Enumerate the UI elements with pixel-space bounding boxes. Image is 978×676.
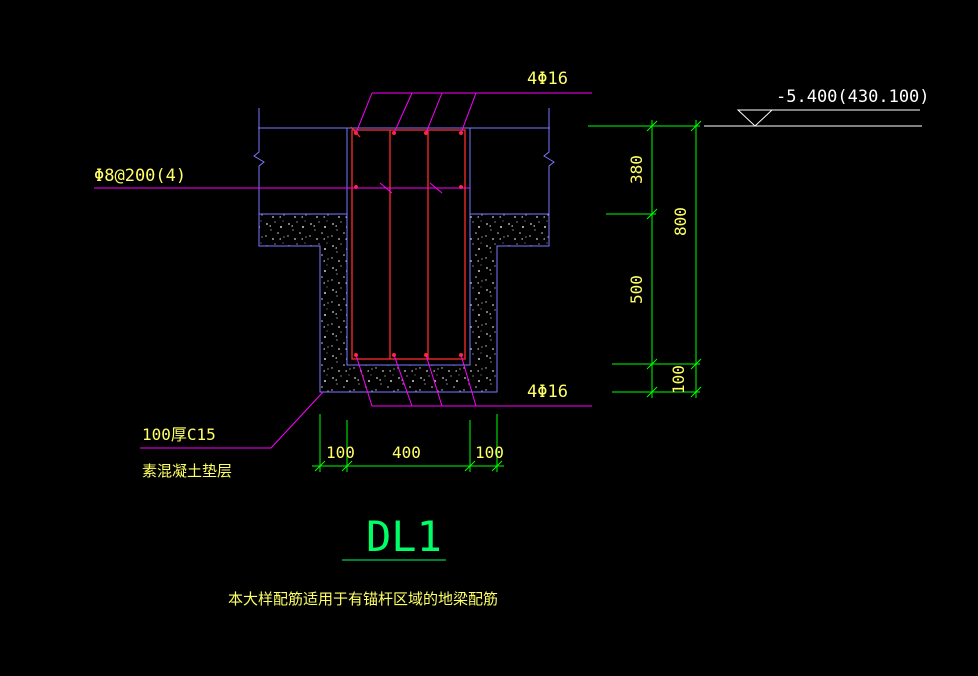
dim-label-100-left: 100 bbox=[326, 443, 355, 462]
cushion-label-line2: 素混凝土垫层 bbox=[142, 462, 232, 480]
vertical-dimensions bbox=[588, 120, 702, 398]
elevation-label: -5.400(430.100) bbox=[776, 87, 930, 107]
beam-section bbox=[346, 127, 471, 366]
top-rebar-label: 4Φ16 bbox=[527, 69, 568, 89]
dim-label-380: 380 bbox=[627, 155, 646, 184]
dim-label-800: 800 bbox=[671, 207, 690, 236]
drawing-title: DL1 bbox=[366, 512, 442, 561]
dim-label-500: 500 bbox=[627, 275, 646, 304]
leader-lines bbox=[94, 92, 592, 449]
dim-label-100-vertical: 100 bbox=[669, 365, 688, 394]
dim-label-400: 400 bbox=[392, 443, 421, 462]
stirrup-label: Φ8@200(4) bbox=[94, 166, 186, 186]
elevation-marker bbox=[704, 109, 922, 127]
bottom-rebar-label: 4Φ16 bbox=[527, 382, 568, 402]
dim-label-100-right: 100 bbox=[475, 443, 504, 462]
cushion-label-line1: 100厚C15 bbox=[142, 425, 216, 444]
horizontal-dimensions bbox=[312, 414, 504, 472]
rebar-cage bbox=[350, 126, 466, 360]
drawing-note: 本大样配筋适用于有锚杆区域的地梁配筋 bbox=[228, 590, 498, 608]
